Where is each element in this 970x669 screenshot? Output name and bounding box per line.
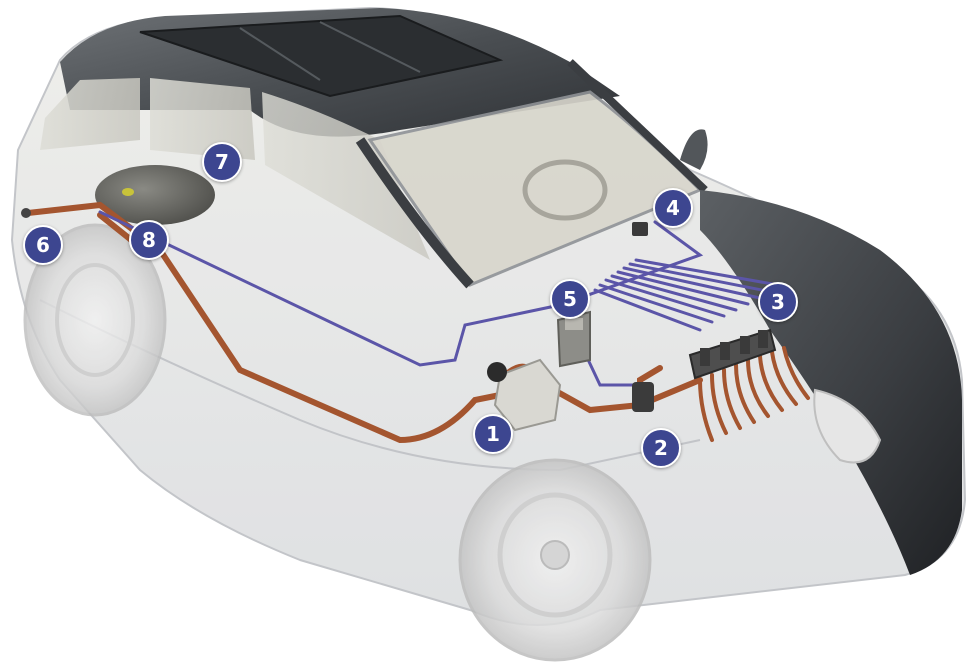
reducer-vaporizer [487,358,562,432]
marker-5[interactable]: 5 [550,279,590,319]
marker-5-label: 5 [563,287,577,311]
marker-8[interactable]: 8 [129,220,169,260]
marker-4-label: 4 [666,196,680,220]
fuel-switch [632,222,648,236]
steering-wheel [522,159,608,221]
marker-3[interactable]: 3 [758,282,798,322]
rear-side-window [40,78,140,150]
gas-filter [632,382,654,412]
filler-valve [21,208,31,218]
front-wheel [458,458,652,662]
rear-wheel [23,223,167,417]
marker-7[interactable]: 7 [202,142,242,182]
marker-6-label: 6 [36,233,50,257]
marker-3-label: 3 [771,290,785,314]
side-mirror [680,129,708,170]
marker-2-label: 2 [654,436,668,460]
marker-6[interactable]: 6 [23,225,63,265]
sunroof [139,14,504,98]
ecu-module [556,310,591,368]
injector-rail [688,328,777,380]
marker-1-label: 1 [486,422,500,446]
marker-2[interactable]: 2 [641,428,681,468]
injector-outlet-pipes [698,346,810,442]
marker-8-label: 8 [142,228,156,252]
middle-side-window [150,78,255,160]
marker-7-label: 7 [215,150,229,174]
lpg-tank [95,165,215,225]
marker-4[interactable]: 4 [653,188,693,228]
marker-1[interactable]: 1 [473,414,513,454]
front-side-window [262,92,430,260]
headlight [813,388,882,464]
